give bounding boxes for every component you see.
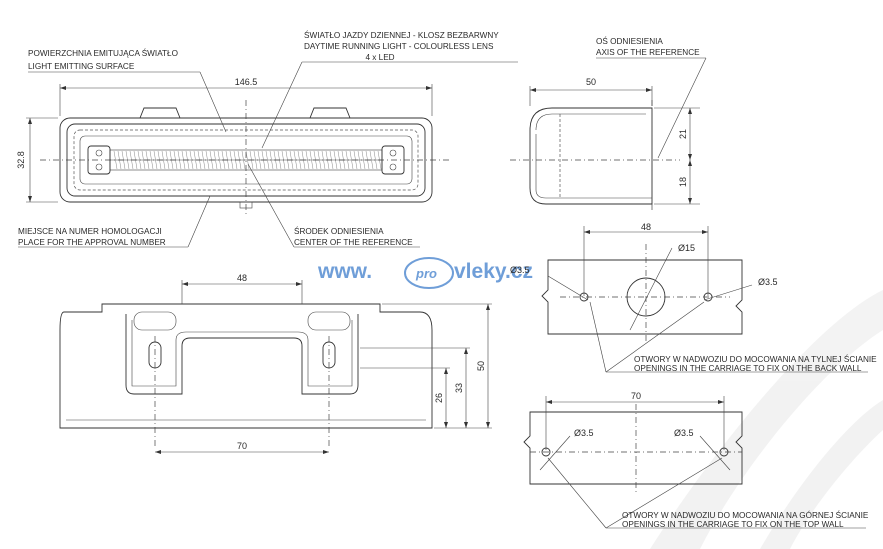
label-drl-pl: ŚWIATŁO JAZDY DZIENNEJ - KLOSZ BEZBARWNY — [304, 29, 499, 40]
label-approval-pl: MIEJSCE NA NUMER HOMOLOGACJI — [18, 227, 162, 236]
dim-bottom-h1: 26 — [434, 393, 444, 403]
label-top-pl: OTWORY W NADWOZIU DO MOCOWANIA NA GÓRNEJ… — [622, 509, 869, 520]
dim-side-lower: 18 — [678, 177, 688, 187]
dim-side-upper: 21 — [678, 129, 688, 139]
dim-top-spacing: 70 — [631, 391, 641, 401]
dim-back-center-hole: Ø15 — [678, 243, 695, 253]
label-drl-en: DAYTIME RUNNING LIGHT - COLOURLESS LENS — [304, 42, 494, 51]
watermark-prefix: www. — [317, 260, 372, 283]
dim-front-width: 146.5 — [235, 77, 258, 87]
watermark-suffix: vleky.cz — [454, 260, 533, 283]
label-back-pl: OTWORY W NADWOZIU DO MOCOWANIA NA TYLNEJ… — [634, 353, 877, 364]
dim-front-height: 32.8 — [16, 151, 26, 169]
top-wall-template — [523, 396, 866, 529]
dim-top-left-hole: Ø3.5 — [574, 428, 594, 438]
dim-bottom-h3: 50 — [476, 361, 486, 371]
dim-bottom-top-spacing: 48 — [237, 273, 247, 283]
leaders-front — [18, 61, 518, 248]
dim-side-width: 50 — [586, 77, 596, 87]
side-view — [510, 57, 707, 212]
dim-top-right-hole: Ø3.5 — [674, 428, 694, 438]
dim-back-right-hole: Ø3.5 — [758, 277, 778, 287]
label-drl-led: 4 x LED — [365, 53, 394, 62]
bottom-view — [59, 280, 492, 454]
label-emitting-pl: POWIERZCHNIA EMITUJĄCA ŚWIATŁO — [28, 47, 178, 58]
dim-back-left-hole: Ø3.5 — [510, 265, 530, 275]
label-axis-pl: OŚ ODNIESIENIA — [596, 35, 663, 46]
label-center-pl: ŚRODEK ODNIESIENIA — [294, 225, 384, 236]
dim-bottom-h2: 33 — [454, 383, 464, 393]
dim-back-spacing: 48 — [641, 222, 651, 232]
label-top-en: OPENINGS IN THE CARRIAGE TO FIX ON THE T… — [622, 520, 844, 529]
label-emitting-en: LIGHT EMITTING SURFACE — [28, 62, 135, 71]
back-wall-template — [541, 226, 868, 373]
label-back-en: OPENINGS IN THE CARRIAGE TO FIX ON THE B… — [634, 364, 862, 373]
watermark-logo — [404, 257, 454, 289]
label-center-en: CENTER OF THE REFERENCE — [294, 238, 413, 247]
watermark-logo-text: pro — [415, 266, 437, 281]
label-approval-en: PLACE FOR THE APPROVAL NUMBER — [18, 238, 166, 247]
label-axis-en: AXIS OF THE REFERENCE — [596, 48, 700, 57]
dim-bottom-bottom-spacing: 70 — [237, 441, 247, 451]
front-view — [26, 84, 450, 216]
